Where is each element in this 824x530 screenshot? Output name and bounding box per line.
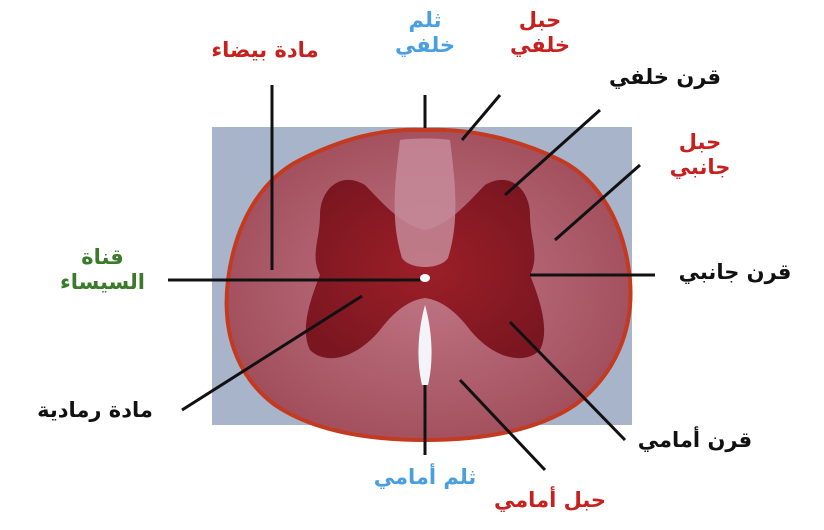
- label-lateral-horn: قرن جانبي: [660, 260, 810, 285]
- label-central-canal: قناة السيساء: [35, 245, 170, 295]
- label-anterior-horn: قرن أمامي: [620, 428, 770, 453]
- label-anterior-median-fissure: ثلم أمامي: [345, 465, 505, 490]
- label-posterior-horn: قرن خلفي: [600, 65, 730, 90]
- label-posterior-median-sulcus: ثلم خلفي: [390, 8, 460, 58]
- label-anterior-funiculus: حبل أمامي: [470, 488, 630, 513]
- posterior-funiculus-shape: [395, 139, 456, 268]
- label-lateral-funiculus: حبل جانبي: [645, 130, 755, 180]
- label-white-matter: مادة بيضاء: [165, 38, 365, 63]
- label-gray-matter: مادة رمادية: [5, 398, 185, 423]
- central-canal-shape: [420, 274, 430, 282]
- label-posterior-funiculus: حبل خلفي: [495, 8, 585, 58]
